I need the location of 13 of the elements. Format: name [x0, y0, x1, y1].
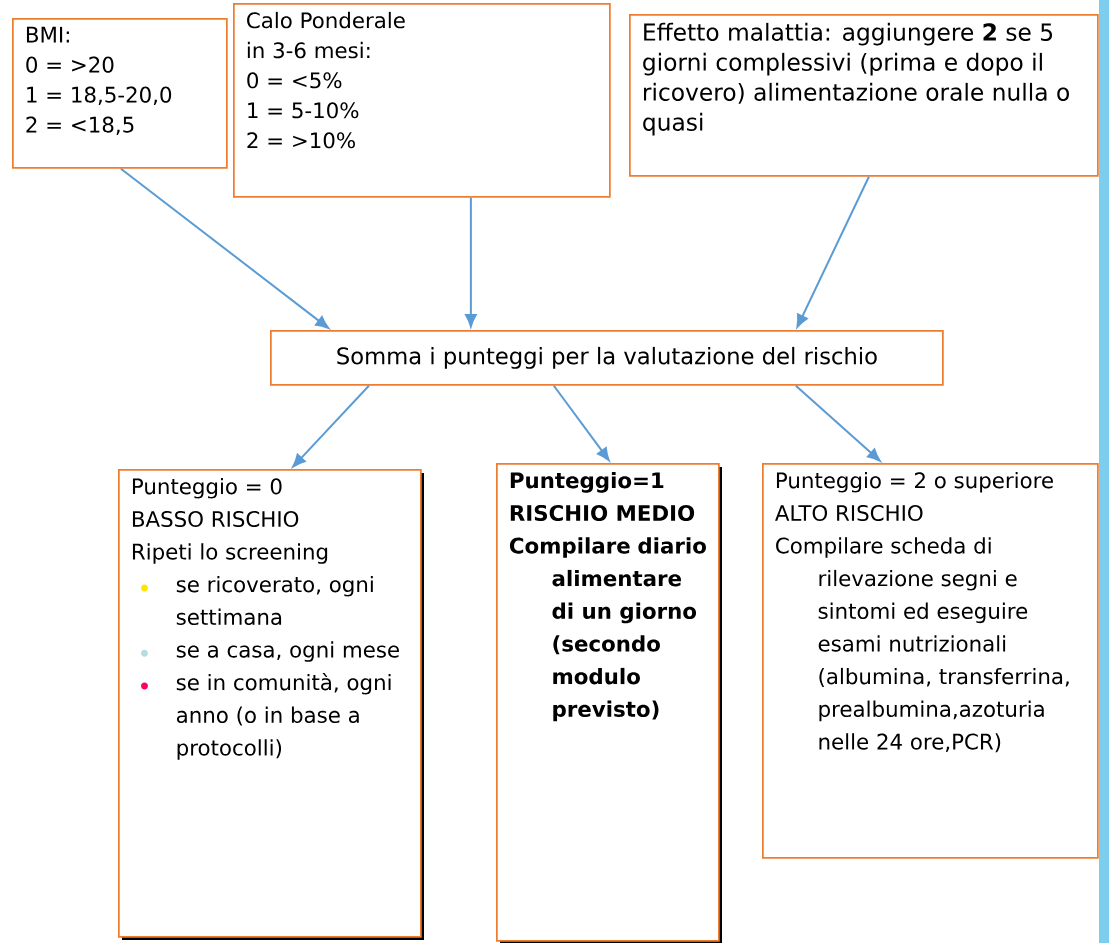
arrow — [465, 196, 477, 328]
text-box: Punteggio=1 RISCHIO MEDIO Compilare diario alimentare di un giorno (secondo modulo previsto) — [496, 463, 722, 943]
text-box: Punteggio = 2 o superiore ALTO RISCHIO Compilare scheda di rilevazione segni e sintomi ed eseguire esami nutrizionali (albumina, transferrina, prealbumina,azoturia nelle 24 ore,PCR) — [762, 463, 1099, 859]
arrow — [796, 175, 870, 328]
text-box: Calo Ponderale in 3-6 mesi: 0 = <5% 1 = 5-10% 2 = >10% — [233, 3, 611, 198]
arrow — [292, 384, 370, 468]
process-box: Somma i punteggi per la valutazione del rischio — [270, 330, 944, 386]
text-box: Effetto malattia: aggiungere 2 se 5 giorni complessivi (prima e dopo il ricovero) alimentazione orale nulla o quasi — [629, 14, 1099, 177]
text-box: Punteggio = 0 BASSO RISCHIO Ripeti lo screening se ricoverato, ogni settimana se a casa, ogni mese se in comunità, ogni anno (o in base a protocolli) — [118, 469, 424, 940]
arrow — [119, 167, 329, 329]
text-box: BMI: 0 = >20 1 = 18,5-20,0 2 = <18,5 — [12, 18, 228, 169]
arrow — [552, 384, 610, 461]
arrow — [794, 384, 881, 462]
